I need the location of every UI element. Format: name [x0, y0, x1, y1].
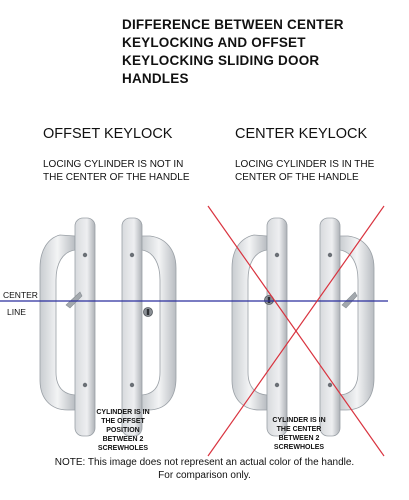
center-exterior-handle: [319, 217, 375, 437]
offset-caption: CYLINDER IS IN THE OFFSET POSITION BETWE…: [96, 409, 150, 452]
footer-note: NOTE: This image does not represent an a…: [54, 457, 355, 481]
center-line-label: CENTER: [3, 290, 38, 300]
red-cross-icon: [207, 205, 385, 457]
offset-description: LOCING CYLINDER IS NOT IN THE CENTER OF …: [43, 159, 190, 183]
center-caption: CYLINDER IS IN THE CENTER BETWEEN 2 SCRE…: [272, 417, 326, 451]
center-keylock-heading: CENTER KEYLOCK: [235, 126, 368, 142]
center-interior-handle: [231, 217, 288, 437]
offset-interior-handle: [39, 217, 96, 437]
page-title: DIFFERENCE BETWEEN CENTER KEYLOCKING AND…: [122, 17, 344, 86]
line-label: LINE: [7, 307, 26, 317]
offset-keylock-heading: OFFSET KEYLOCK: [43, 126, 173, 142]
offset-exterior-handle: [121, 217, 177, 437]
center-description: LOCING CYLINDER IS IN THE CENTER OF THE …: [235, 159, 375, 183]
